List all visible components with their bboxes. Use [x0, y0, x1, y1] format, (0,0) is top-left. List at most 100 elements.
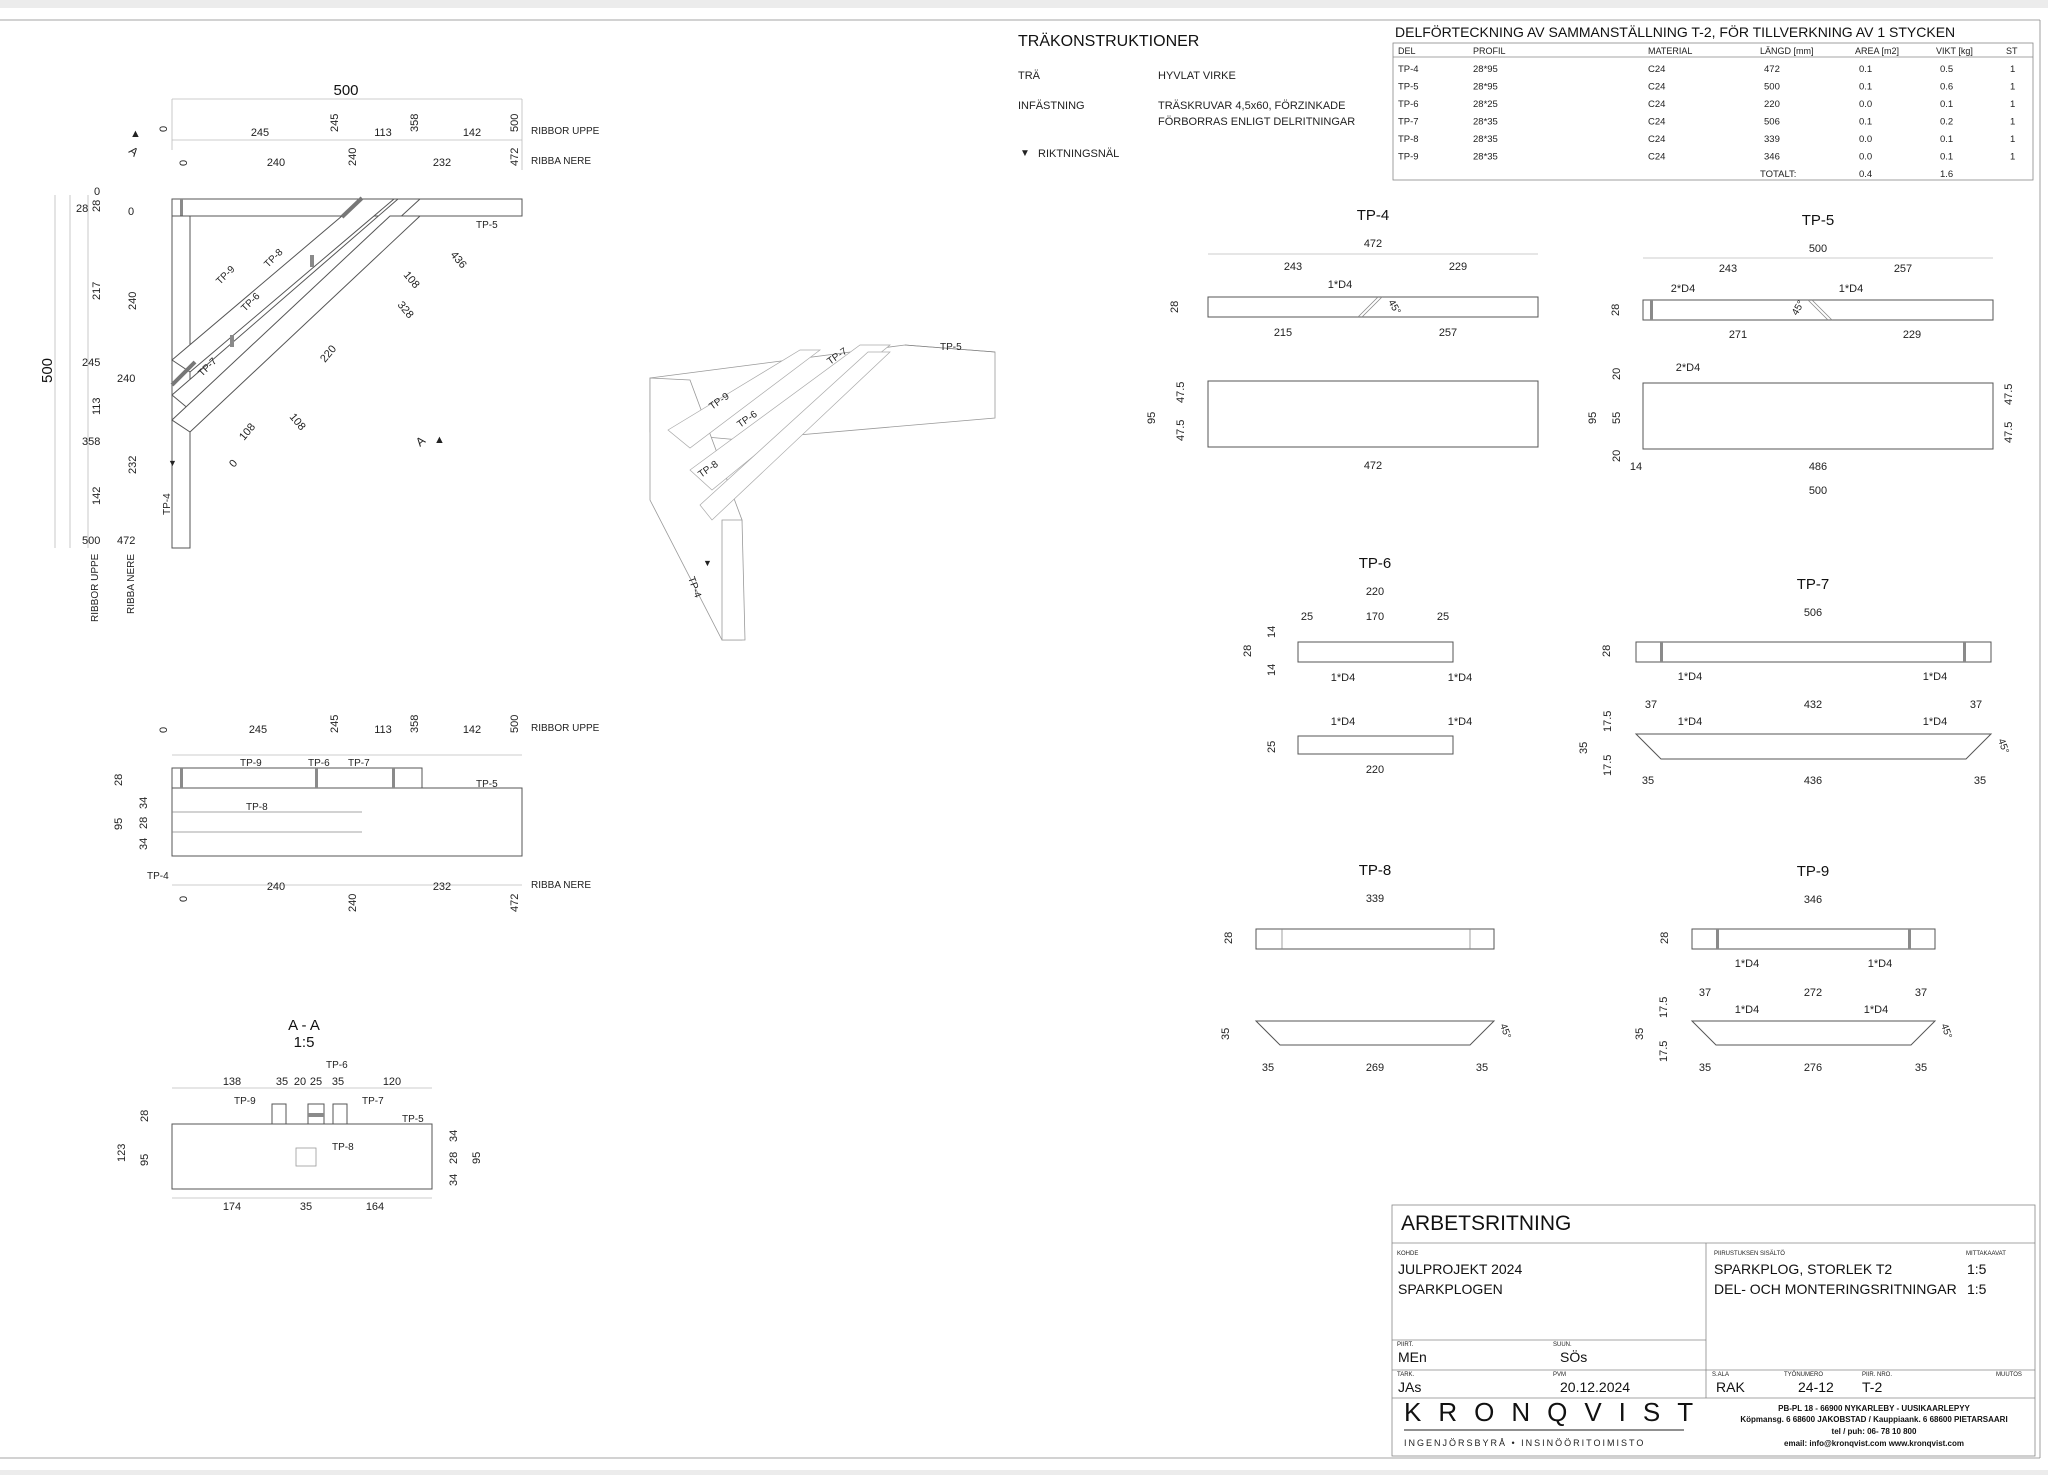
title-block: ARBETSRITNING KOHDE JULPROJEKT 2024 SPAR…	[1391, 1204, 2036, 1457]
tp5-side-1: 95	[1587, 412, 1599, 424]
plan-left-1: 28	[76, 203, 88, 215]
tp7-bottom-2: 35	[1974, 775, 1986, 787]
notes-legend: RIKTNINGSNÄL	[1038, 148, 1119, 160]
parts-header-cell: LÄNGD [mm]	[1760, 46, 1814, 56]
tp9-thk: 28	[1659, 932, 1671, 944]
parts-cell: TP-8	[1398, 134, 1419, 145]
parts-cell: 472	[1764, 64, 1780, 75]
parts-cell: TP-7	[1398, 117, 1419, 128]
scale-label: MITTAKAAVAT	[1966, 1251, 2006, 1257]
parts-cell: 1	[2010, 117, 2015, 128]
tp4-title: TP-4	[1357, 207, 1390, 224]
tp4-thk: 28	[1169, 301, 1181, 313]
tp7-bottom-1: 436	[1804, 775, 1822, 787]
front-part-tp6: TP-6	[308, 758, 330, 769]
front-bottom-2: 240	[347, 894, 359, 912]
tp9-side-2: 17.5	[1658, 1041, 1670, 1062]
plan-ribba-nere: RIBBA NERE	[531, 156, 591, 167]
notes-fastening-value2: FÖRBORRAS ENLIGT DELRITNINGAR	[1158, 116, 1355, 128]
tp5-hole-1: 2*D4	[1671, 283, 1695, 295]
kohde-1: JULPROJEKT 2024	[1398, 1261, 1522, 1277]
plan-left-12: 500	[82, 535, 100, 547]
designed: SÖs	[1560, 1348, 1587, 1365]
plan-dim-top-4: 358	[409, 114, 421, 132]
parts-cell: 0.1	[1940, 99, 1953, 110]
tp6-hole-1: 1*D4	[1448, 672, 1472, 684]
tp7-side-1: 17.5	[1602, 711, 1614, 732]
tp4-side-0: 95	[1146, 412, 1158, 424]
front-part-tp8: TP-8	[246, 802, 268, 813]
tp7-thk: 28	[1601, 645, 1613, 657]
plan-left-10: 232	[127, 456, 139, 474]
parts-cell: 0.0	[1859, 99, 1872, 110]
plan-width-label: 500	[333, 82, 358, 99]
tp5-bottom-0: 271	[1729, 329, 1747, 341]
tp6-top-1: 170	[1366, 611, 1384, 623]
tp9-hole-2: 1*D4	[1735, 1004, 1759, 1016]
tp4-top-0: 243	[1284, 261, 1302, 273]
plan-view: 500 0 245 245 113 358 142 500 RIBBOR UPP…	[39, 82, 600, 622]
section-left-0: 28	[139, 1110, 151, 1122]
direction-arrow-icon: ▼	[168, 458, 177, 468]
plan-dim-top-6: 500	[509, 114, 521, 132]
discipline-label: S.ALA	[1712, 1372, 1729, 1378]
section-right-0: 34	[448, 1130, 460, 1142]
plan-dim-2-3: 232	[433, 157, 451, 169]
tp7-hole-1: 1*D4	[1923, 671, 1947, 683]
front-top-0: 0	[158, 727, 170, 733]
section-part-tp8: TP-8	[332, 1142, 354, 1153]
tp6-thk: 28	[1242, 645, 1254, 657]
plan-left-2: 28	[91, 200, 103, 212]
content-label: PIIRUSTUKSEN SISÄLTÖ	[1714, 1250, 1785, 1257]
parts-cell: 0.1	[1859, 117, 1872, 128]
tp9-hole-1: 1*D4	[1868, 958, 1892, 970]
tp9-lower-2: 37	[1915, 987, 1927, 999]
tp6-top-2: 25	[1437, 611, 1449, 623]
tp5-thk: 28	[1610, 304, 1622, 316]
tp7-title: TP-7	[1797, 576, 1830, 593]
scale-1: 1:5	[1967, 1261, 1987, 1277]
parts-header-cell: MATERIAL	[1648, 46, 1692, 56]
section-arrow-icon: ▲	[434, 434, 445, 446]
section-top-2: 20	[294, 1076, 306, 1088]
content-2: DEL- OCH MONTERINGSRITNINGAR	[1714, 1281, 1957, 1297]
front-left-1: 34	[138, 797, 150, 809]
detail-tp9: TP-9 346 28 1*D4 1*D4 37 272 37 1*D4 1*D…	[1634, 863, 1954, 1074]
parts-list: DELFÖRTECKNING AV SAMMANSTÄLLNING T-2, F…	[1392, 23, 2034, 181]
plan-left-7: 240	[117, 373, 135, 385]
tp9-hole-3: 1*D4	[1864, 1004, 1888, 1016]
designed-label: SUUN.	[1553, 1342, 1572, 1348]
parts-cell: TP-9	[1398, 152, 1419, 163]
section-bottom-1: 35	[300, 1201, 312, 1213]
tp5-side-2: 55	[1611, 412, 1623, 424]
front-left-4: 34	[138, 838, 150, 850]
detail-tp7: TP-7 506 28 1*D4 1*D4 37 432 37 1*D4 1*D…	[1578, 576, 2011, 787]
front-ribbor-uppe: RIBBOR UPPE	[531, 723, 600, 734]
tp4-side-1: 47.5	[1175, 382, 1187, 403]
parts-cell: C24	[1648, 117, 1665, 128]
parts-cell: 0.2	[1940, 117, 1953, 128]
job: 24-12	[1798, 1379, 1834, 1395]
tp7-hole-0: 1*D4	[1678, 671, 1702, 683]
front-part-tp4: TP-4	[147, 871, 169, 882]
plan-dim-top-0: 0	[158, 126, 170, 132]
front-top-3: 113	[374, 724, 392, 736]
tp4-bottom-0: 215	[1274, 327, 1292, 339]
section-bottom-0: 174	[223, 1201, 241, 1213]
date: 20.12.2024	[1560, 1379, 1630, 1395]
parts-cell: TP-6	[1398, 99, 1419, 110]
discipline: RAK	[1716, 1379, 1745, 1395]
tp8-bottom-1: 269	[1366, 1062, 1384, 1074]
plan-left-3: 0	[128, 206, 134, 218]
parts-list-title: DELFÖRTECKNING AV SAMMANSTÄLLNING T-2, F…	[1395, 23, 1955, 40]
front-top-4: 358	[409, 715, 421, 733]
tp9-length: 346	[1804, 894, 1822, 906]
section-arrow-icon: ▲	[130, 128, 141, 140]
isometric-view: TP-5 TP-7 TP-6 TP-9 TP-8 TP-4 ▼	[649, 342, 996, 641]
address-3: tel / puh: 06- 78 10 800	[1832, 1427, 1917, 1436]
parts-cell: 0.5	[1940, 64, 1953, 75]
notes-title: TRÄKONSTRUKTIONER	[1018, 32, 1199, 50]
plan-left-6: 245	[82, 357, 100, 369]
kohde-2: SPARKPLOGEN	[1398, 1281, 1503, 1297]
